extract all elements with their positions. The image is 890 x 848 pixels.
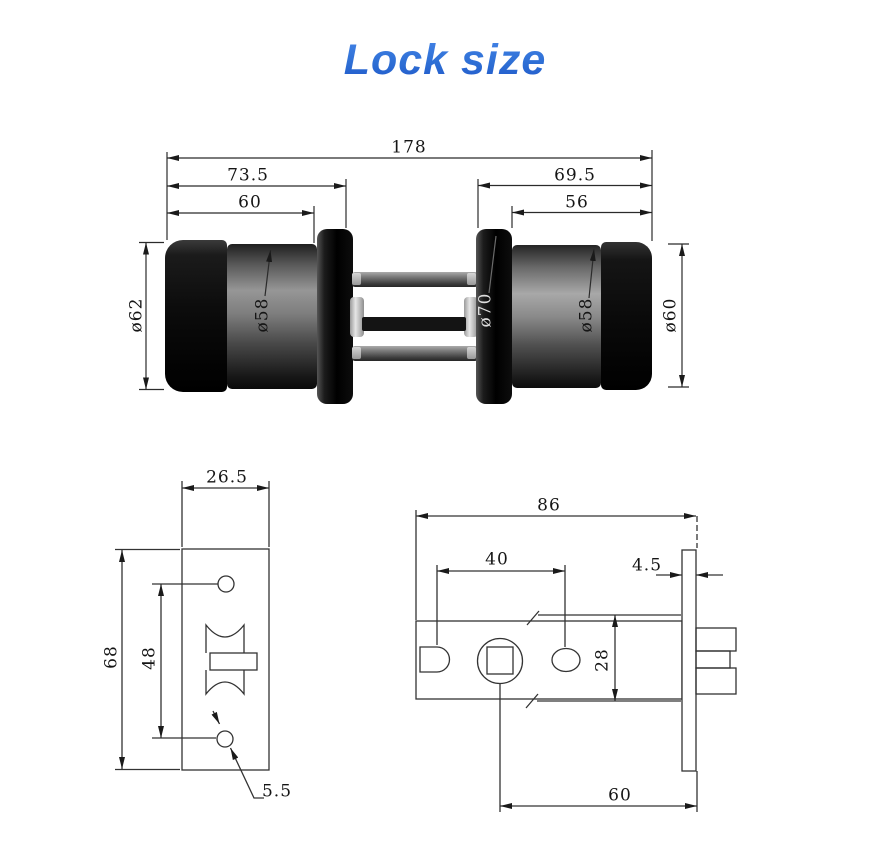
spindle-square-hole (486, 646, 514, 675)
screw-post-end (352, 347, 361, 359)
dim-hole-spacing: 48 (139, 646, 160, 670)
dim-rose-diameter: ø70 (475, 292, 496, 328)
dim-right-body-diameter: ø58 (576, 297, 597, 333)
latch-cutout-slot (209, 652, 258, 671)
dim-plate-width: 26.5 (206, 467, 248, 488)
spindle-bushing-right (464, 297, 478, 337)
dim-latch-length: 86 (537, 495, 561, 516)
spindle-hub (476, 637, 524, 685)
dim-right-backset: 69.5 (554, 165, 596, 186)
latch-case (415, 620, 683, 700)
dim-right-cap-diameter: ø60 (660, 297, 681, 333)
dim-faceplate-thickness: 4.5 (631, 555, 663, 576)
screw-post-end (467, 273, 476, 285)
dim-plate-height: 68 (101, 645, 122, 669)
top-screw-hole (217, 575, 235, 593)
oval-hole (551, 647, 581, 673)
dim-left-cap-diameter: ø62 (126, 297, 147, 333)
latch-faceplate (681, 549, 697, 772)
screw-post-end (467, 347, 476, 359)
dim-case-height: 28 (592, 648, 613, 672)
left-knob-body (227, 244, 317, 389)
latch-cutout (205, 623, 245, 696)
faceplate-drawing (115, 481, 270, 799)
right-knob-cap (601, 242, 652, 390)
dim-latch-hole-spacing: 40 (485, 549, 509, 570)
dim-left-knob-length: 60 (238, 192, 262, 213)
screw-post-end (352, 273, 361, 285)
dim-right-knob-length: 56 (565, 192, 589, 213)
d-hole (419, 646, 451, 673)
dim-screw-hole-diameter: 5.5 (261, 781, 293, 802)
dim-left-backset: 73.5 (227, 165, 269, 186)
latch-bolt-middle (695, 650, 731, 669)
left-knob-cap (165, 240, 227, 392)
dim-overall-length: 178 (391, 137, 427, 158)
bottom-screw-hole (216, 730, 234, 748)
latch-bolt-top (695, 627, 737, 652)
page-title: Lock size (0, 36, 890, 85)
latch-bolt-bottom (695, 667, 737, 695)
spindle-bar (362, 317, 466, 331)
top-screw-post (352, 272, 478, 287)
latch-drawing (415, 510, 737, 812)
spindle-bushing-left (350, 297, 364, 337)
dim-left-body-diameter: ø58 (252, 297, 273, 333)
left-rose (317, 229, 353, 404)
dim-backset: 60 (608, 785, 632, 806)
right-knob-body (512, 245, 601, 388)
bottom-screw-post (352, 346, 478, 361)
